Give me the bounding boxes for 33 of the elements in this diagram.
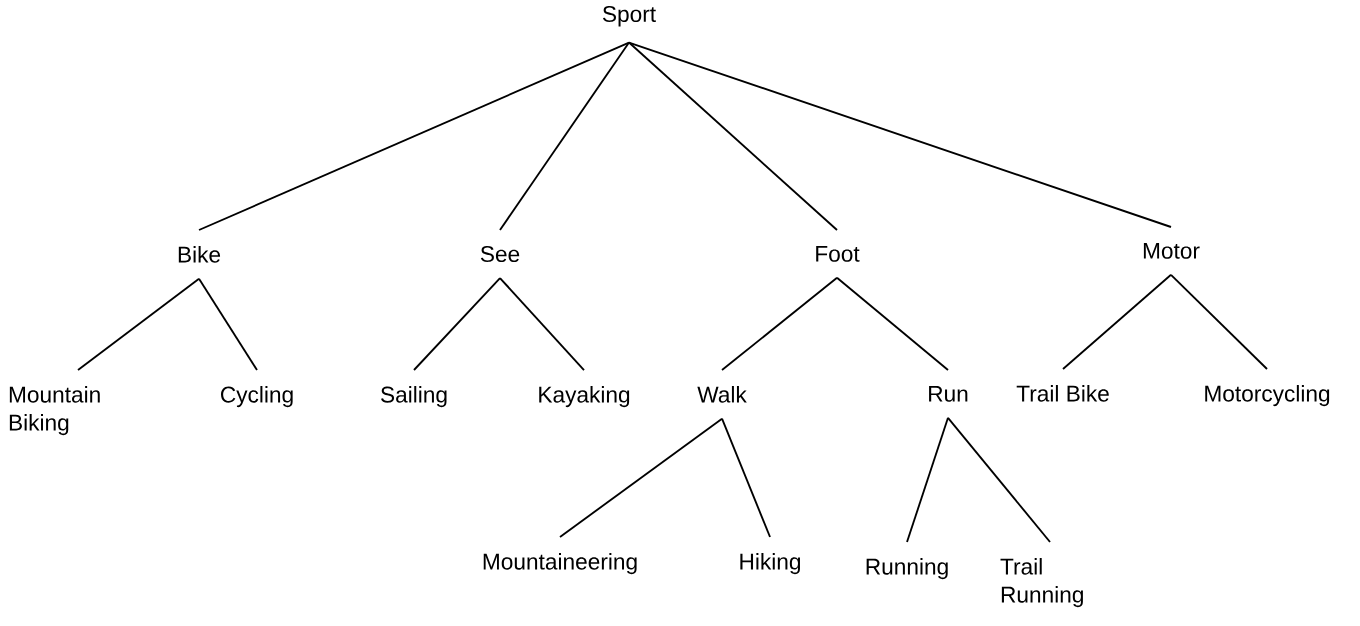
node-label: Walk: [697, 386, 747, 403]
tree-line: [721, 417, 771, 538]
node-label: Hiking: [740, 553, 801, 575]
tree-line: [628, 41, 838, 231]
tree-line: [198, 277, 258, 371]
tree-line: [413, 277, 501, 371]
node-label: Mountain Biking: [9, 386, 100, 436]
tree-line: [499, 41, 630, 231]
node-label: Trail Running: [1000, 558, 1083, 608]
node-label: Sailing: [381, 386, 447, 408]
tree-line: [1170, 273, 1268, 370]
node-label: Motorcycling: [1205, 385, 1330, 407]
tree-line: [906, 416, 949, 543]
node-label: Trail Bike: [1016, 385, 1109, 402]
node-label: Motor: [1143, 243, 1200, 259]
node-label: Running: [866, 558, 948, 580]
tree-line: [499, 277, 585, 371]
tree-line: [559, 417, 723, 538]
node-label: Kayaking: [539, 386, 630, 408]
node-label: Foot: [816, 246, 860, 262]
tree-line: [947, 416, 1051, 543]
tree-line: [198, 41, 630, 231]
node-label: Mountaineering: [483, 553, 637, 575]
node-label: See: [480, 246, 520, 263]
tree-line: [1062, 273, 1172, 370]
tree-line: [628, 41, 1172, 228]
node-label: Sport: [602, 6, 656, 27]
node-label: Cycling: [221, 386, 293, 408]
node-label: Bike: [178, 246, 221, 263]
tree-line: [836, 276, 949, 371]
tree-line: [721, 276, 838, 371]
node-label: Run: [929, 386, 968, 402]
tree-line: [77, 277, 200, 371]
